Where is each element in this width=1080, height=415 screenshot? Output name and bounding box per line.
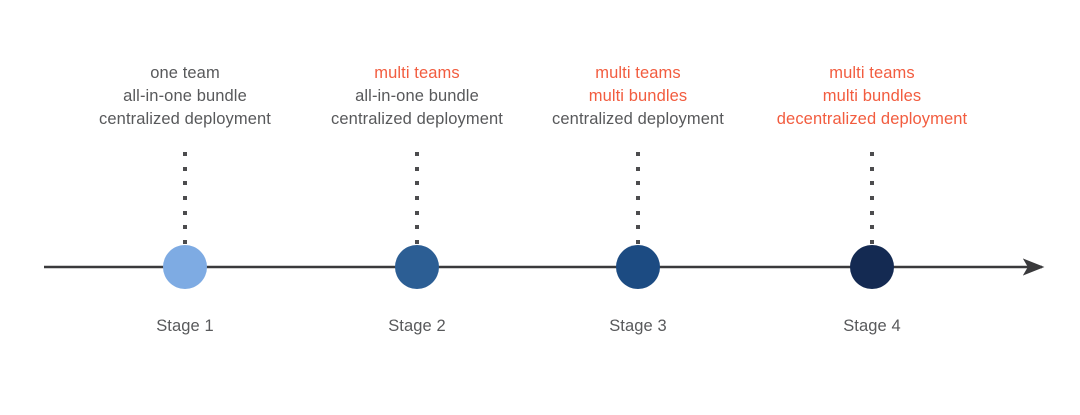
stage-group-4[interactable]: multi teams multi bundles decentralized … (722, 0, 1022, 415)
connector-dot (415, 195, 419, 200)
connector-dot (870, 195, 874, 200)
stage-group-1[interactable]: one team all-in-one bundle centralized d… (35, 0, 335, 415)
caption-line: decentralized deployment (776, 110, 968, 128)
caption-line: multi teams (595, 64, 681, 82)
connector-dot (636, 152, 640, 156)
connector-dot (870, 181, 874, 186)
connector-dot (636, 239, 640, 244)
caption-line: centralized deployment (99, 110, 271, 128)
stage-label-2: Stage 2 (388, 317, 446, 335)
stage-node-3[interactable] (616, 245, 660, 289)
connector-dot (183, 225, 187, 230)
connector-dot (183, 166, 187, 171)
connector-dot (415, 210, 419, 215)
caption-line: one team (150, 64, 220, 82)
stage-label-4: Stage 4 (843, 317, 901, 335)
stage-caption-2: multi teams all-in-one bundle centralize… (267, 62, 567, 131)
connector-dot (636, 225, 640, 230)
caption-line: all-in-one bundle (355, 87, 479, 105)
caption-line: multi teams (829, 64, 915, 82)
connector-dot (870, 225, 874, 230)
stage-group-3[interactable]: multi teams multi bundles centralized de… (488, 0, 788, 415)
stage-caption-3: multi teams multi bundles centralized de… (488, 62, 788, 131)
connector-dot (183, 181, 187, 186)
caption-line: centralized deployment (552, 110, 724, 128)
stage-label-3: Stage 3 (609, 317, 667, 335)
connector-dot (870, 239, 874, 244)
connector-dot (183, 195, 187, 200)
dotted-connector-4 (870, 152, 874, 244)
connector-dot (183, 210, 187, 215)
connector-dot (636, 210, 640, 215)
stage-node-2[interactable] (395, 245, 439, 289)
connector-dot (870, 210, 874, 215)
stage-caption-1: one team all-in-one bundle centralized d… (35, 62, 335, 131)
connector-dot (183, 239, 187, 244)
connector-dot (636, 181, 640, 186)
stage-caption-4: multi teams multi bundles decentralized … (722, 62, 1022, 131)
dotted-connector-3 (636, 152, 640, 244)
caption-line: centralized deployment (331, 110, 503, 128)
dotted-connector-2 (415, 152, 419, 244)
connector-dot (415, 152, 419, 156)
connector-dot (415, 225, 419, 230)
stage-group-2[interactable]: multi teams all-in-one bundle centralize… (267, 0, 567, 415)
stage-label-1: Stage 1 (156, 317, 214, 335)
connector-dot (870, 152, 874, 156)
stage-node-4[interactable] (850, 245, 894, 289)
caption-line: multi bundles (588, 87, 688, 105)
connector-dot (636, 195, 640, 200)
connector-dot (636, 166, 640, 171)
stage-node-1[interactable] (163, 245, 207, 289)
dotted-connector-1 (183, 152, 187, 244)
connector-dot (183, 152, 187, 156)
caption-line: all-in-one bundle (123, 87, 247, 105)
caption-line: multi teams (374, 64, 460, 82)
connector-dot (415, 166, 419, 171)
connector-dot (870, 166, 874, 171)
caption-line: multi bundles (822, 87, 922, 105)
connector-dot (415, 239, 419, 244)
connector-dot (415, 181, 419, 186)
